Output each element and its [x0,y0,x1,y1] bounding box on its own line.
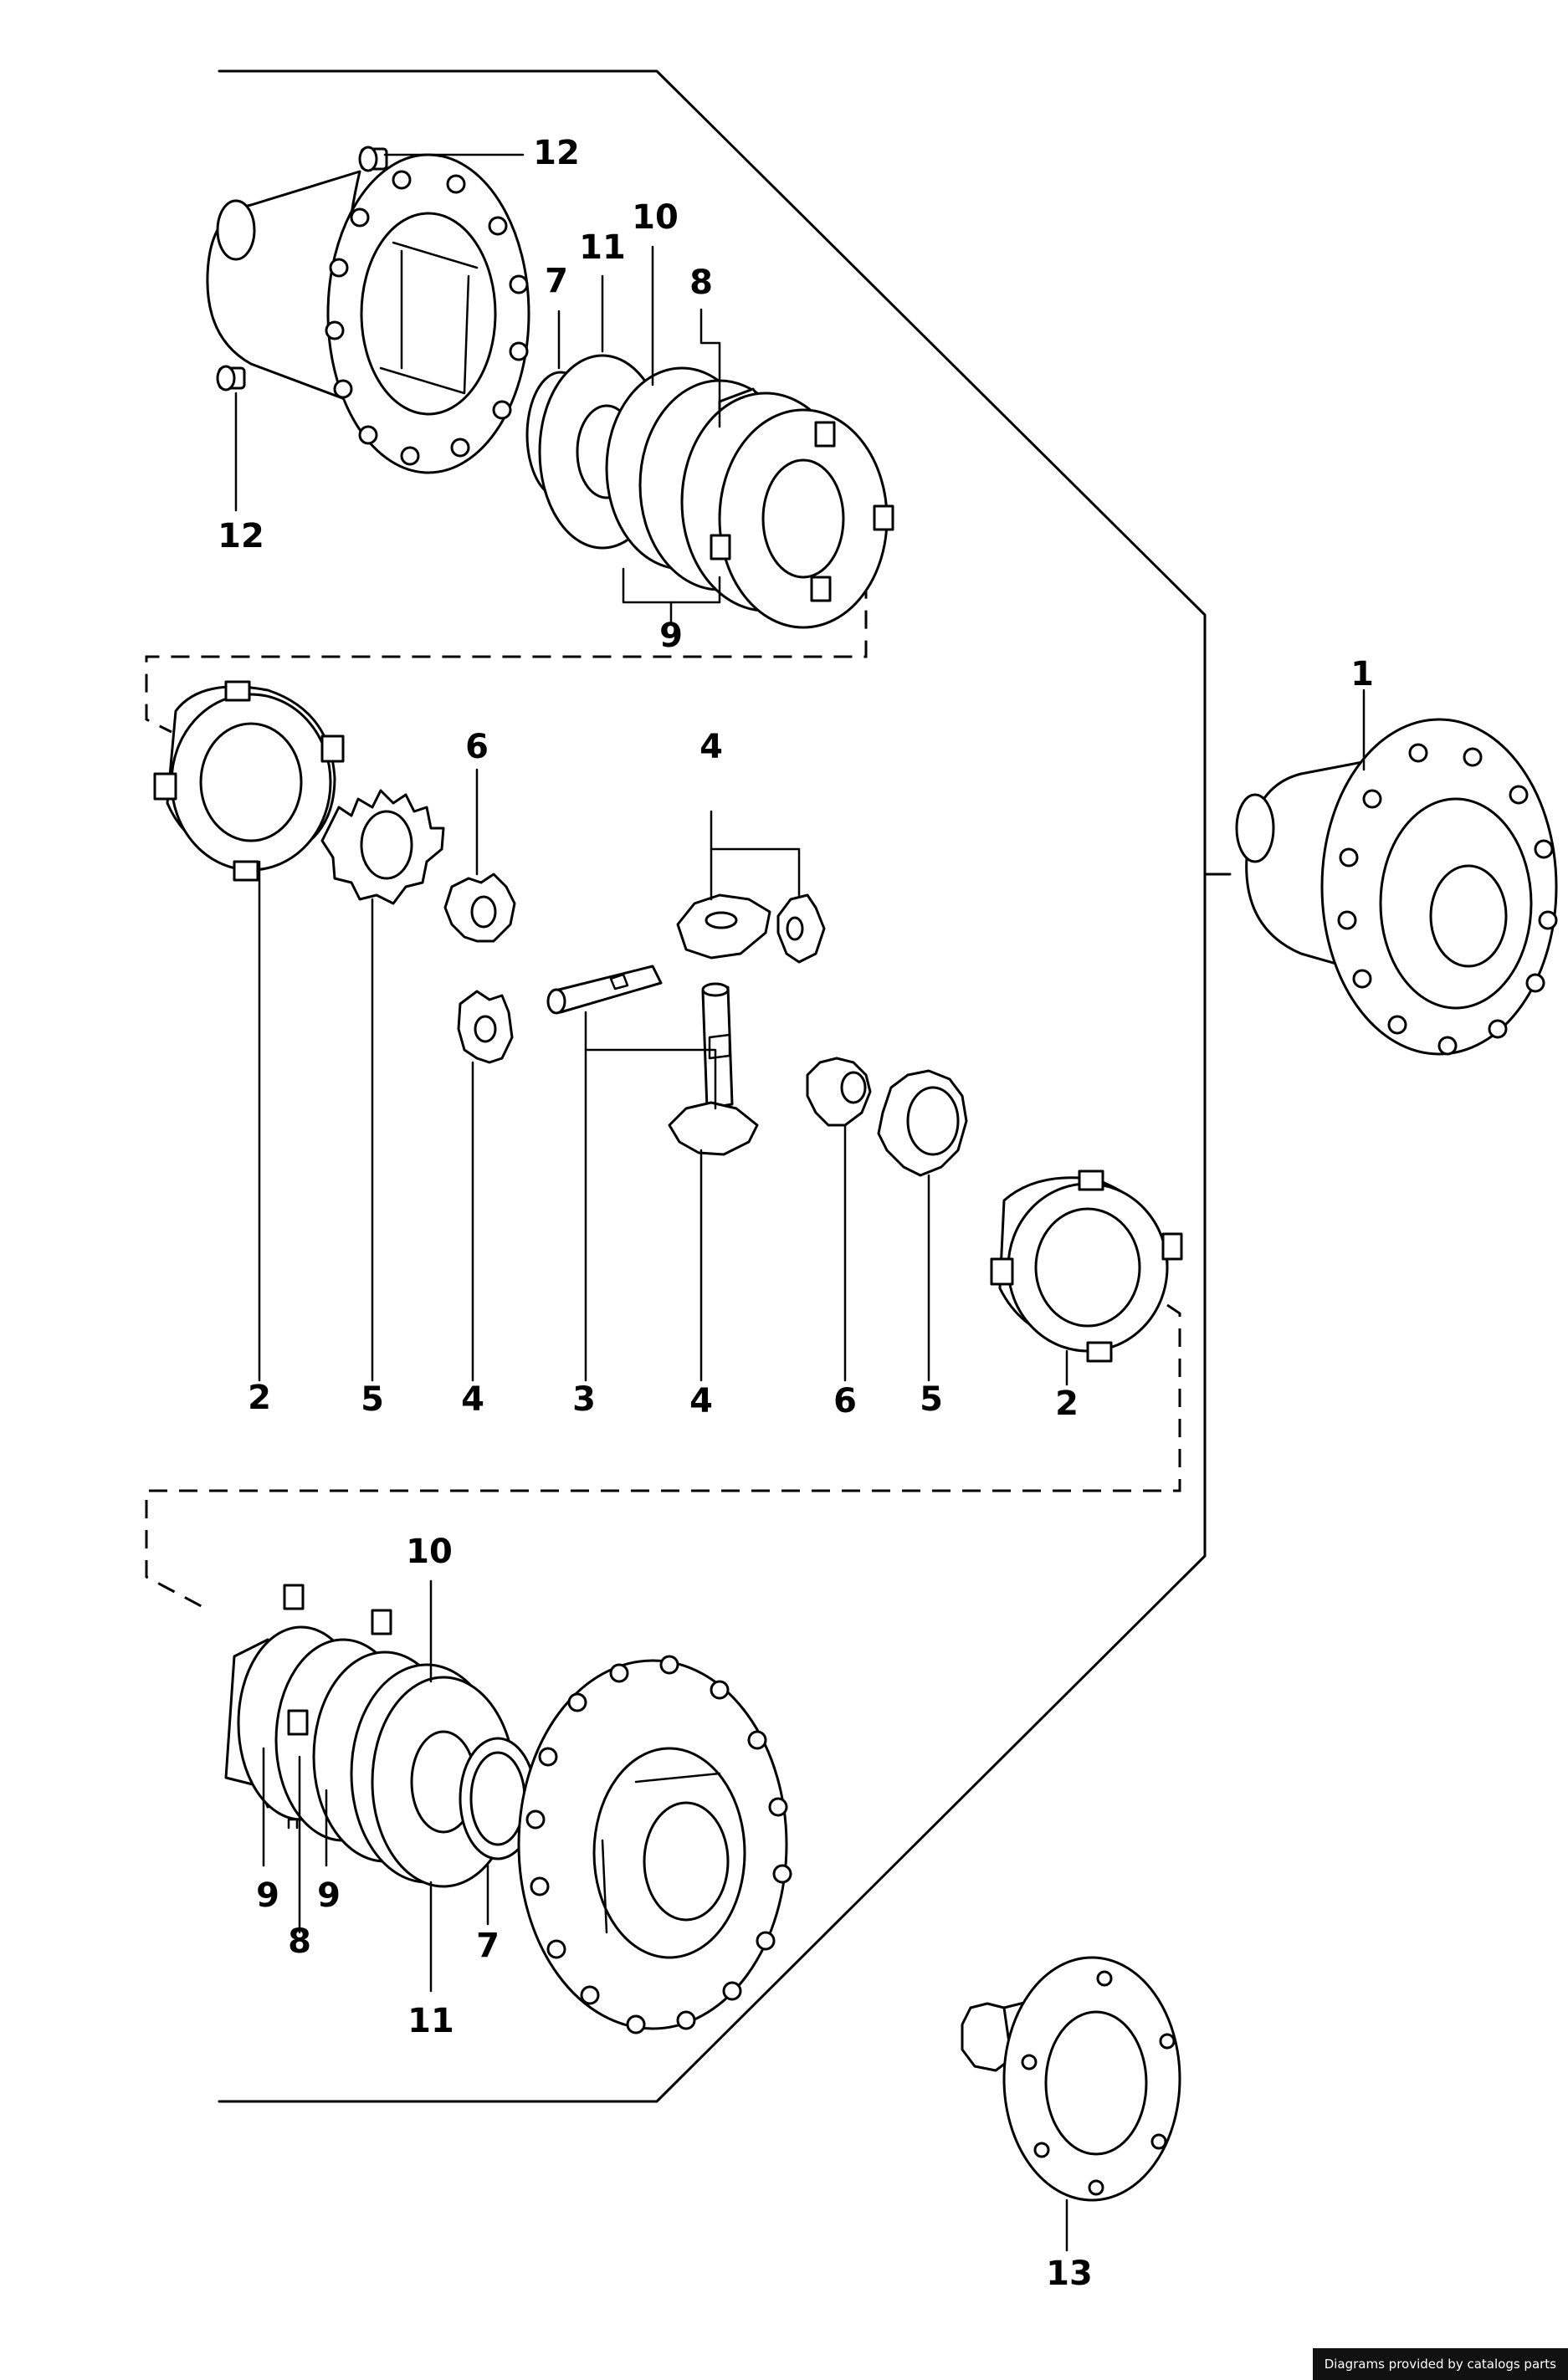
output-flange-13 [961,1956,1181,2202]
callout-10-bottom: 10 [406,1533,453,1571]
bevel-gear-4-upper-b [776,893,826,964]
callout-3: 3 [572,1380,596,1419]
bolt-12-top [358,146,388,172]
pinion-gear-6-right [806,1057,872,1127]
clutch-housing-2-right [990,1170,1183,1363]
callout-13: 13 [1046,2255,1093,2293]
differential-assembly-1 [1235,718,1558,1056]
callout-6-left: 6 [465,728,489,766]
pinion-gear-6-left [443,873,516,943]
callout-11-bottom: 11 [407,2002,454,2040]
cross-shaft-3 [546,965,734,1110]
callout-7-top: 7 [545,262,568,300]
callout-8-top: 8 [689,264,713,302]
callout-5-left: 5 [361,1380,384,1419]
callout-5-right: 5 [920,1380,943,1419]
callout-7-bottom: 7 [476,1927,500,1965]
callout-9-bottom-right: 9 [317,1876,341,1915]
callout-2-left: 2 [248,1379,271,1417]
bolt-12-left [216,365,246,392]
clutch-housing-2-left [153,680,345,882]
bevel-gear-4-upper-a [676,893,771,960]
housing-half-top [206,153,530,474]
callout-9-top: 9 [659,617,683,655]
callout-12-left: 12 [218,517,264,555]
callout-labels: 1 12 12 7 11 10 8 9 6 4 2 5 4 3 4 6 5 2 … [218,134,1374,2293]
bevel-gear-4-left [457,990,514,1064]
callout-4-upper: 4 [699,728,723,766]
assembly-bracket [218,69,1232,2103]
callout-12-top: 12 [533,134,580,172]
lower-dashed-bracket [145,1303,1181,1612]
callout-4-lower: 4 [689,1382,713,1420]
thrust-washer-7-bottom [459,1737,537,1860]
clutch-disc-stack-top [605,366,894,629]
credit-badge: Diagrams provided by catalogs parts [1312,2348,1568,2380]
leader-lines [234,153,1366,2252]
bevel-gear-4-lower [668,1101,759,1156]
callout-4-left: 4 [461,1380,484,1419]
callout-2-right: 2 [1055,1384,1079,1423]
callout-11-top: 11 [579,228,626,267]
side-gear-5-left [320,789,445,905]
callout-10-top: 10 [632,198,679,237]
side-gear-5-right [877,1069,968,1177]
callout-1: 1 [1350,655,1374,694]
callout-6-right: 6 [833,1382,857,1420]
housing-half-bottom [517,1655,792,2035]
callout-9-bottom-left: 9 [256,1876,279,1915]
callout-8-bottom: 8 [288,1922,311,1961]
